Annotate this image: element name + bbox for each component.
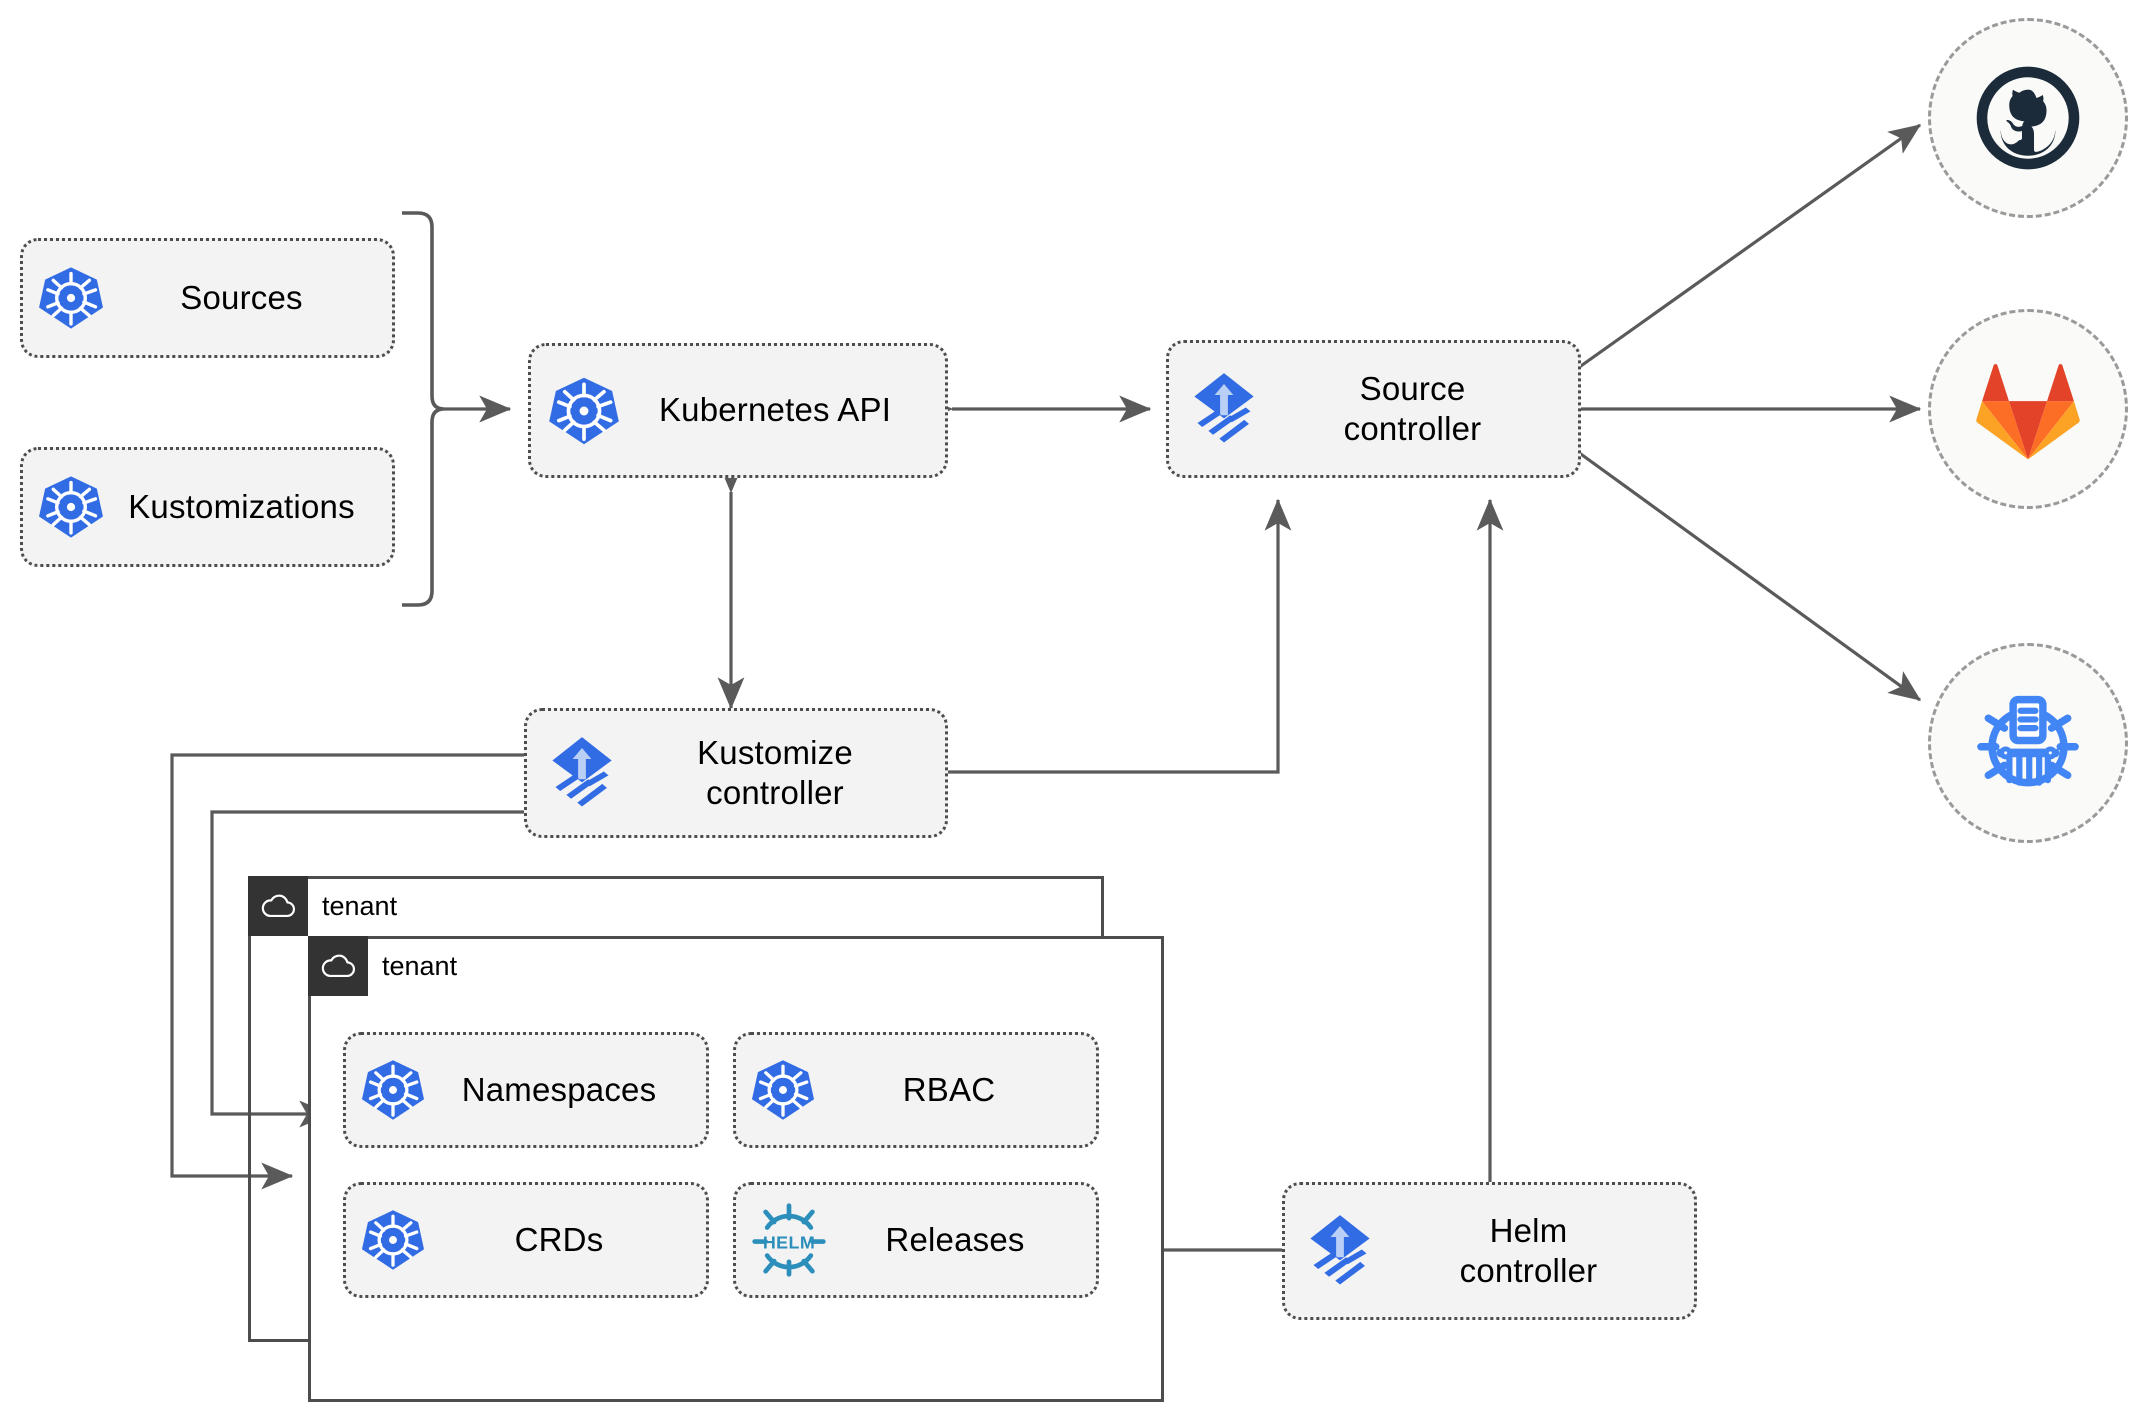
node-releases[interactable]: HELM Releases <box>733 1182 1099 1298</box>
node-helm-controller[interactable]: Helm controller <box>1282 1182 1697 1320</box>
node-label: Sources <box>180 278 303 316</box>
node-label: RBAC <box>902 1070 996 1108</box>
node-label: Source controller <box>1343 369 1482 447</box>
flux-icon <box>1301 1212 1379 1290</box>
flux-icon <box>543 734 621 812</box>
tenant-box-inner[interactable] <box>308 936 1164 1402</box>
node-label: Kustomize controller <box>697 733 853 811</box>
node-crds[interactable]: CRDs <box>343 1182 709 1298</box>
node-kustomizations[interactable]: Kustomizations <box>20 447 395 567</box>
provider-gitlab[interactable] <box>1928 309 2128 509</box>
kubernetes-icon <box>750 1057 816 1123</box>
kubernetes-icon <box>360 1207 426 1273</box>
kubernetes-icon <box>547 374 621 448</box>
provider-github[interactable] <box>1928 18 2128 218</box>
tenant-label-outer: tenant <box>322 891 398 921</box>
node-label: Kubernetes API <box>658 391 892 429</box>
node-source-controller[interactable]: Source controller <box>1166 340 1581 478</box>
node-label: Releases <box>885 1220 1025 1258</box>
node-label: Helm controller <box>1459 1211 1598 1289</box>
bucket-icon <box>1977 695 2079 787</box>
node-rbac[interactable]: RBAC <box>733 1032 1099 1148</box>
helm-icon: HELM <box>750 1201 828 1279</box>
node-namespaces[interactable]: Namespaces <box>343 1032 709 1148</box>
tenant-icon-tab-outer <box>248 876 308 936</box>
github-icon <box>1976 66 2080 170</box>
kubernetes-icon <box>360 1057 426 1123</box>
node-label: Kustomizations <box>128 487 355 525</box>
tenant-icon-tab-inner <box>308 936 368 996</box>
flux-icon <box>1185 370 1263 448</box>
node-kustomize-controller[interactable]: Kustomize controller <box>524 708 948 838</box>
provider-bucket[interactable] <box>1928 643 2128 843</box>
cloud-icon <box>261 894 296 917</box>
node-sources[interactable]: Sources <box>20 238 395 358</box>
kubernetes-icon <box>37 264 105 332</box>
cloud-icon <box>321 954 356 977</box>
kubernetes-icon <box>37 473 105 541</box>
gitlab-icon <box>1976 363 2080 460</box>
tenant-label-inner: tenant <box>382 951 458 981</box>
node-kubernetes-api[interactable]: Kubernetes API <box>528 343 948 478</box>
svg-text:HELM: HELM <box>763 1233 815 1253</box>
node-label: Namespaces <box>461 1070 657 1108</box>
node-label: CRDs <box>514 1220 604 1258</box>
